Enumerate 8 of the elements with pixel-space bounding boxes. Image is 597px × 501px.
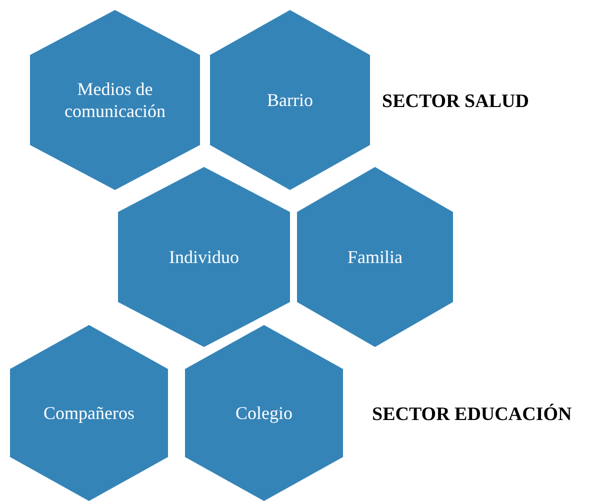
- sector-label: SECTOR SALUD: [382, 90, 529, 114]
- node-label: Medios de comunicación: [64, 78, 166, 122]
- node-label: Familia: [348, 246, 402, 268]
- sector-label: SECTOR EDUCACIÓN: [372, 402, 572, 427]
- node-label: Individuo: [169, 246, 239, 268]
- node-label: Compañeros: [44, 402, 134, 424]
- node-label: Barrio: [267, 89, 313, 111]
- node-label: Colegio: [236, 402, 292, 424]
